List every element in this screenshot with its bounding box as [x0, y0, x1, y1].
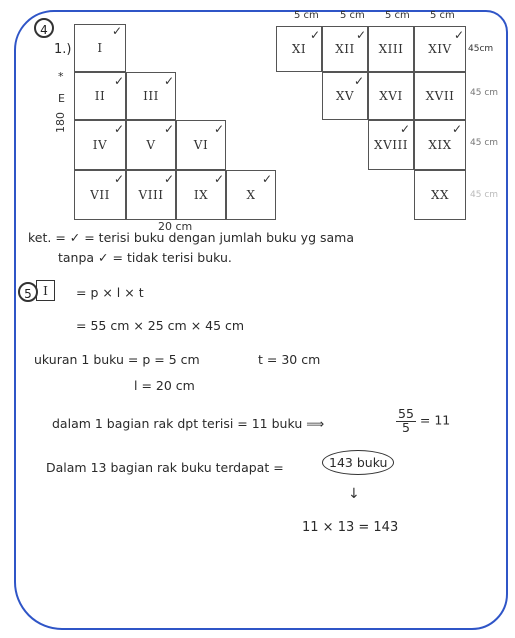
shelf-cell: XV [322, 72, 368, 120]
frac-num: 55 [396, 406, 416, 422]
book-t: t = 30 cm [258, 352, 321, 367]
shelf-cell: V [126, 120, 176, 170]
check-mark: ✓ [262, 172, 273, 186]
right-dim: 45 cm [470, 190, 499, 200]
problem-number: 1.) [54, 42, 72, 57]
frac-result: = 11 [419, 412, 451, 428]
top-dim: 5 cm [340, 10, 365, 21]
book-l: l = 20 cm [134, 378, 195, 393]
calc: = 55 cm × 25 cm × 45 cm [76, 318, 245, 333]
note-line-1: ket. = ✓ = terisi buku dengan jumlah buk… [28, 230, 355, 245]
check-mark: ✓ [112, 24, 123, 38]
shelf-cell: IV [74, 120, 126, 170]
right-dim: 45cm [468, 44, 494, 54]
shelf-cell: VIII [126, 170, 176, 220]
check-mark: ✓ [354, 74, 365, 88]
total-line: Dalam 13 bagian rak buku terdapat = [46, 460, 284, 475]
shelf-cell: XVI [368, 72, 414, 120]
check-mark: ✓ [164, 122, 175, 136]
shelf-cell: I [74, 24, 126, 72]
check-mark: ✓ [164, 74, 175, 88]
shelf-cell: XX [414, 170, 466, 220]
shelf-cell: X [226, 170, 276, 220]
check-mark: ✓ [452, 122, 463, 136]
shelf-cell: XII [322, 26, 368, 72]
shelf-cell: VII [74, 170, 126, 220]
shelf-cell: XI [276, 26, 322, 72]
section2-number: 5 [18, 282, 38, 302]
left-dim-e: E [58, 92, 65, 105]
check-mark: ✓ [400, 122, 411, 136]
final-calc: 11 × 13 = 143 [302, 520, 399, 535]
page-frame [14, 10, 508, 630]
bottom-dim: 20 cm [158, 220, 193, 233]
shelf-cell: XIII [368, 26, 414, 72]
top-dim: 5 cm [385, 10, 410, 21]
check-mark: ✓ [114, 74, 125, 88]
shelf-cell: XVIII [368, 120, 414, 170]
book-size: ukuran 1 buku = p = 5 cm [34, 352, 200, 367]
top-dim: 5 cm [294, 10, 319, 21]
section-number: 4 [34, 18, 54, 38]
shelf-cell: II [74, 72, 126, 120]
shelf-cell: IX [176, 170, 226, 220]
check-mark: ✓ [356, 28, 367, 42]
frac-den: 5 [401, 419, 410, 435]
right-dim: 45 cm [470, 88, 499, 98]
formula: = p × l × t [76, 285, 144, 300]
shelf-cell: III [126, 72, 176, 120]
shelf-line: dalam 1 bagian rak dpt terisi = 11 buku … [52, 416, 325, 431]
boxed-label: I [36, 280, 56, 301]
check-mark: ✓ [114, 122, 125, 136]
shelf-cell: XIX [414, 120, 466, 170]
shelf-cell: XVII [414, 72, 466, 120]
check-mark: ✓ [164, 172, 175, 186]
down-arrow-icon: ↓ [348, 486, 360, 502]
asterisk-mark: * [58, 70, 64, 83]
check-mark: ✓ [214, 122, 225, 136]
total-oval: 143 buku [322, 450, 395, 475]
shelf-cell: XIV [414, 26, 466, 72]
check-mark: ✓ [114, 172, 125, 186]
top-dim: 5 cm [430, 10, 455, 21]
boxed-label-wrap: I [36, 280, 56, 301]
check-mark: ✓ [454, 28, 465, 42]
left-dim: 180 [54, 112, 67, 133]
right-dim: 45 cm [470, 138, 499, 148]
check-mark: ✓ [310, 28, 321, 42]
note-line-2: tanpa ✓ = tidak terisi buku. [58, 250, 232, 265]
shelf-cell: VI [176, 120, 226, 170]
check-mark: ✓ [214, 172, 225, 186]
